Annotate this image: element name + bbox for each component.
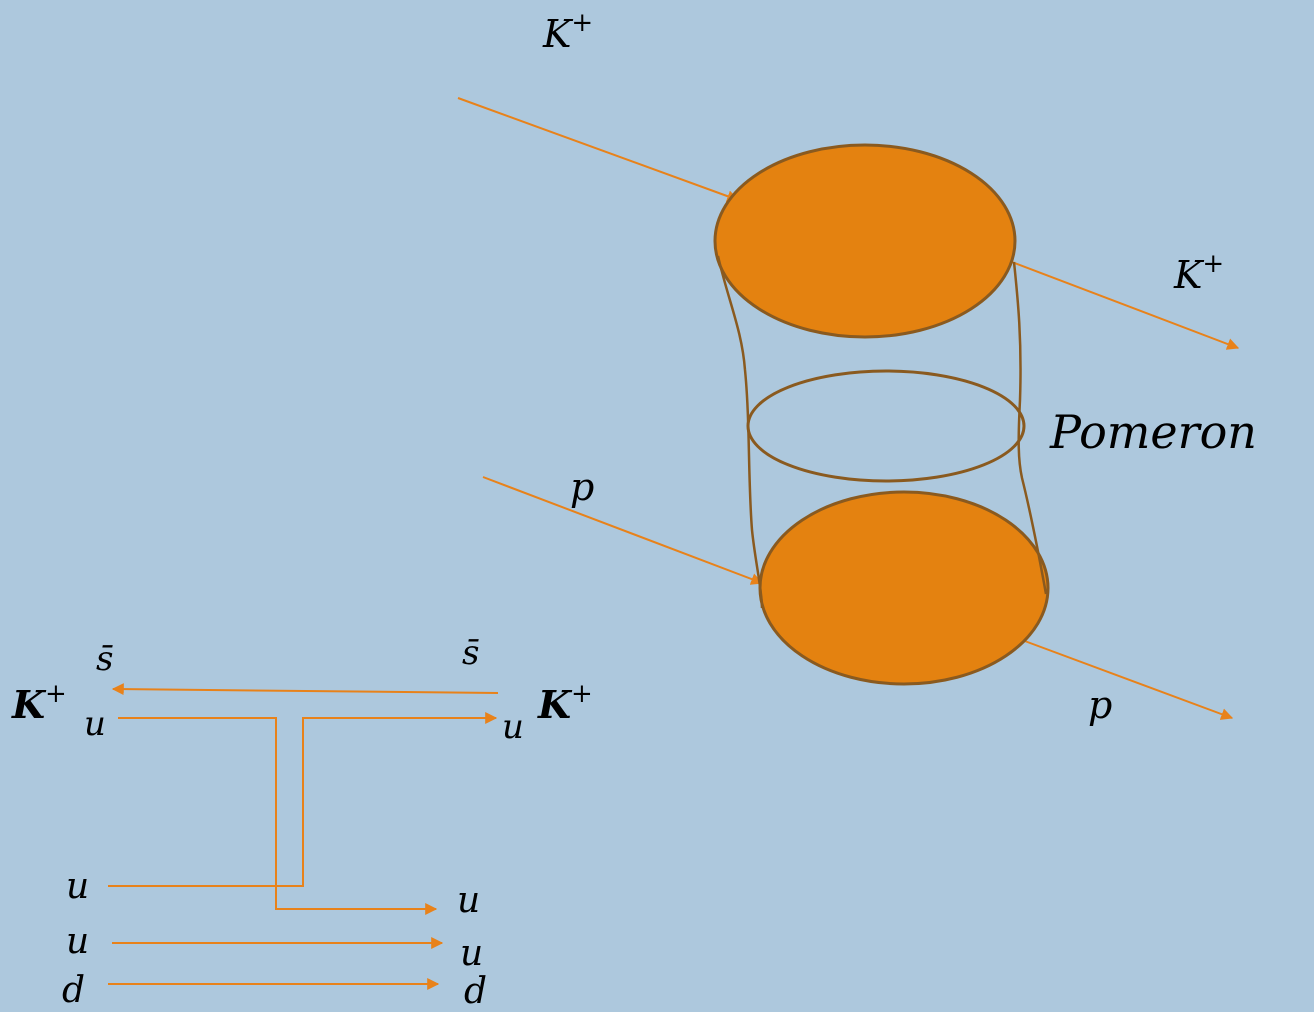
kaon-in-label: K+ [542, 8, 593, 56]
proton-in-quark-3: d [62, 970, 85, 1011]
sbar-right-label: s̄ [462, 633, 479, 673]
kaon-left-label: K+ [11, 679, 67, 727]
sbar-left-label: s̄ [96, 639, 113, 679]
u-quark-exchange-top [118, 717, 438, 915]
pomeron-ring [746, 369, 1026, 483]
kaon-vertex-blob [713, 143, 1017, 339]
proton-in-label: p [570, 465, 594, 509]
kaon-out-label: K+ [1173, 249, 1224, 297]
proton-in-quark-1: u [66, 866, 89, 907]
proton-out-quark-2: u [460, 933, 483, 974]
proton-out-quark-1: u [457, 880, 480, 921]
pomeron-label: Pomeron [1049, 405, 1257, 459]
proton-in-line [482, 476, 764, 585]
proton-vertex-blob [758, 490, 1050, 686]
pomeron-right-edge [1012, 261, 1048, 595]
proton-out-quark-3: d [464, 971, 487, 1012]
u-left-label: u [84, 704, 106, 744]
proton-out-line [1021, 639, 1234, 720]
u-right-label: u [502, 707, 524, 747]
kaon-in-line [457, 97, 740, 202]
proton-out-label: p [1088, 683, 1112, 727]
pomeron-left-edge [716, 255, 764, 609]
quark-diagram: K+ s̄ u s̄ u K+ u u d u u d [11, 633, 593, 1012]
kaon-out-line [1011, 261, 1240, 350]
kaon-right-label: K+ [537, 679, 593, 727]
u-quark-exchange-bottom [108, 712, 498, 887]
pomeron-diagram: K+ K+ p p Pomeron [457, 8, 1257, 727]
sbar-line [111, 683, 499, 696]
proton-in-quark-2: u [66, 921, 89, 962]
